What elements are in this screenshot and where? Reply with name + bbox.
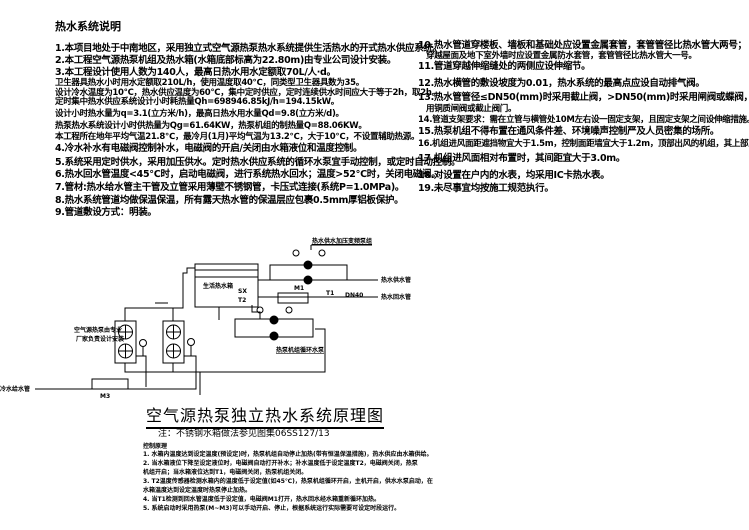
pressure-gauge-icon (292, 249, 300, 257)
circ-pump-label: 热泵机组循环水泵 (276, 346, 325, 354)
tag-t2: T2 (238, 297, 246, 304)
cold-in-label: 冷水给水管 (0, 385, 30, 393)
note-line: 6.热水回水管温度<45℃时，启动电磁阀，进行系统热水回水；温度>52℃时，关闭… (55, 169, 441, 180)
pressure-gauge-icon (285, 306, 293, 314)
note-line: 15.热泵机组不得布置在通风条件差、环境噪声控制严及人员密集的场所。 (418, 126, 720, 137)
pump-icon (269, 315, 279, 325)
notes-title: 热水系统说明 (55, 20, 121, 33)
legend-line: 水箱温度达到设定温度时热泵停止加热。 (143, 487, 252, 494)
pump-icon (303, 275, 313, 285)
tag-m3: M3 (100, 393, 110, 400)
note-line: 定时集中热水供应系统设计小时耗热量Qh=698946.85kJ/h=194.15… (55, 97, 339, 107)
legend-line: 3. T2温度传感器检测水箱内的温度低于设定值(如45℃)，热泵机组循环开启，主… (143, 478, 433, 485)
note-line: 1.本项目地处于中南地区，采用独立式空气源热泵热水系统提供生活热水的开式热水供应… (55, 43, 442, 54)
hot-supply-label: 热水供水管 (381, 276, 411, 284)
note-line: 用铜质闸阀或截止阀门。 (426, 104, 517, 114)
note-line: 穿越屋面及地下室外墙时应设置金属防水套管，套管管径比热水管大一号。 (426, 51, 697, 61)
heat-pump-label: 空气源热泵由专业 (74, 326, 122, 334)
note-line: 11.管道穿越伸缩缝处的两侧应设伸缩节。 (418, 61, 591, 72)
heat-pump-label: 厂家负责设计安装 (76, 335, 124, 343)
note-line: 16.机组进风面距遮挡物宜大于1.5m，控制面距墙宜大于1.2m，顶部出风的机组… (418, 139, 749, 149)
note-line: 卫生器具热水小时用水定额取210L/h，使用温度取40℃，同类型卫生器具数为35… (55, 78, 364, 88)
note-line: 18.对设置在户内的水表，均采用IC卡热水表。 (418, 170, 610, 181)
legend-line: 1. 水箱内温度达到设定温度(预设定)时，热泵机组自动停止加热(带有恒温保温措施… (143, 451, 433, 458)
note-line: 2.本工程空气源热泵机组及热水箱(水箱底部标高为22.80m)由专业公司设计安装… (55, 55, 397, 66)
heat-pump-unit-2 (162, 320, 185, 364)
legend-line: 机组开启；当水箱液位达到T1，电磁阀关闭，热泵机组关闭。 (143, 469, 308, 476)
note-line: 7.管材:热水给水管主干管及立管采用薄壁不锈钢管，卡压式连接(系统P=1.0MP… (55, 182, 405, 193)
tag-t1: T1 (326, 290, 334, 297)
legend-line: 4. 当T1检测到回水管温度低于设定值，电磁阀M1打开，热水回水经水箱重新循环加… (143, 496, 380, 503)
note-line: 9.管道敷设方式：明装。 (55, 207, 157, 218)
tag-sx: SX (238, 288, 247, 295)
note-line: 3.本工程设计使用人数为140人，最高日热水用水定额取70L/人·d。 (55, 67, 336, 78)
pump-icon (303, 260, 313, 270)
note-line: 设计冷水温度为10°C，热水供应温度为60°C，集中定时供应，定时连续供水时间应… (55, 88, 440, 98)
legend-line: 5. 系统启动时采用热泵(M~M3)可以手动开启、停止，根据系统运行实际需要可设… (143, 505, 401, 512)
diagram-title: 空气源热泵独立热水系统原理图 (146, 402, 385, 429)
tag-m1: M1 (294, 285, 304, 292)
note-line: 5.系统采用定时供水，采用加压供水。定时热水供应系统的循环水泵宜手动控制，或定时… (55, 157, 461, 168)
pressure-gauge-icon (318, 249, 326, 257)
note-line: 14.管道支架要求：需在立管与横管处10M左右设一固定支架，且固定支架之间设伸缩… (418, 115, 749, 125)
pressure-gauge-icon (187, 338, 195, 346)
supply-pump-label: 热水供水加压变频泵组 (312, 237, 372, 245)
note-line: 设计小时热水量为q=3.1(立方米/h)，最高日热水用水量Qd=9.8(立方米/… (55, 109, 344, 119)
note-line: 12.热水横管的敷设坡度为0.01，热水系统的最高点应设自动排气阀。 (418, 78, 705, 89)
hot-return-label: 热水回水管 (381, 293, 411, 301)
legend-line: 2. 当水箱液位下降至设定液位时，电磁阀自动打开补水；补水温度低于设定温度T2，… (143, 460, 418, 467)
note-line: 8.热水系统管道均做保温保温，所有露天热水管的保温层应包裹0.5mm厚铝板保护。 (55, 195, 404, 206)
diagram-note: 注：不锈钢水箱做法参见图集06SS127/13 (158, 429, 330, 439)
note-line: 17.机组进风面相对布置时，其间距宜大于3.0m。 (418, 153, 626, 164)
note-line: 4.冷水补水有电磁阀控制补水，电磁阀的开启/关闭由水箱液位和温度控制。 (55, 143, 363, 154)
dn-label: DN40 (345, 292, 363, 299)
note-line: 热泵热水系统设计小时供热量为Qg=61.64KW，热泵机组的制热量Q=88.06… (55, 121, 367, 131)
tank-label: 生活热水箱 (203, 282, 233, 290)
note-line: 13.热水管管径≤DN50(mm)时采用截止阀，>DN50(mm)时采用闸阀或蝶… (418, 92, 749, 103)
note-line: 10.热水管道穿楼板、墙板和基础处应设置金属套管，套管管径比热水管大两号； (418, 40, 747, 51)
pressure-gauge-icon (139, 339, 147, 347)
pump-icon (269, 331, 279, 341)
note-line: 19.未尽事宜均按施工规范执行。 (418, 183, 554, 194)
legend-title: 控制原理 (143, 443, 168, 450)
hot-water-tank (194, 263, 259, 308)
note-line: 本工程所在地年平均气温21.8℃，最冷月(1月)平均气温为13.2℃，大于10℃… (55, 132, 420, 142)
